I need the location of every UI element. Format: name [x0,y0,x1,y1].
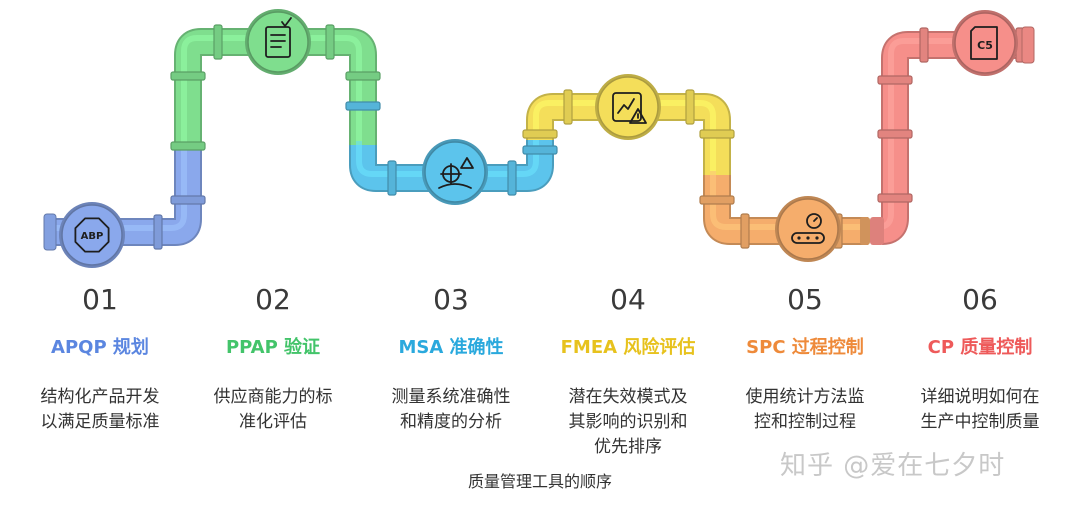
abp-octagon-icon: ABP [59,202,125,268]
document-check-icon [245,9,311,75]
pipe-segment-5 [703,171,868,245]
pipe-flange [345,71,381,81]
pipe-flange [507,160,517,196]
pipe-segment-6 [877,31,1028,245]
pipe-flange [699,195,735,205]
icon-label: ABP [81,231,104,242]
step-2-number: 02 [255,283,291,316]
pipe-coupling [860,217,870,245]
step-5-number: 05 [787,283,823,316]
conveyor-gauge-icon [775,196,841,262]
pipe-flange [877,75,913,85]
step-1-description: 结构化产品开发 以满足质量标准 [40,387,160,432]
step-6-description: 详细说明如何在 生产中控制质量 [920,387,1040,432]
pipe-flange [325,24,335,60]
step-4-number: 04 [610,283,646,316]
pipe-flange [345,101,381,111]
pipeline-graphic: ABP C5 [43,9,1035,268]
step-3-number: 03 [433,283,469,316]
step-2-description: 供应商能力的标 准化评估 [213,387,333,432]
pipe-flange [685,89,695,125]
pipe-end-cap [43,213,57,251]
watermark: 知乎 @爱在七夕时 [780,451,1006,481]
pipe-end-cap [1021,26,1035,64]
pipe-flange [877,129,913,139]
step-3-title: MSA 准确性 [398,337,504,358]
step-1-title: APQP 规划 [51,337,149,358]
diagram-caption: 质量管理工具的顺序 [467,472,612,491]
pipe-segment-1 [48,144,202,246]
step-6-title: CP 质量控制 [927,337,1033,358]
pipe-flange [563,89,573,125]
pipe-coupling [870,217,884,245]
step-5-description: 使用统计方法监 控和控制过程 [745,387,865,432]
pipe-flange [877,193,913,203]
pipe-flange [740,213,750,249]
pipe-flange [522,145,558,155]
step-2-title: PPAP 验证 [225,337,321,358]
step-6-number: 06 [962,283,998,316]
pipe-flange [699,129,735,139]
step-3-description: 测量系统准确性 和精度的分析 [391,387,511,432]
step-5-title: SPC 过程控制 [746,337,864,358]
risk-chart-warning-icon [595,74,661,140]
measurement-target-icon [422,139,488,205]
pipe-flange [522,129,558,139]
icon-label: C5 [977,39,993,52]
pipe-flange [387,160,397,196]
pipe-flange [170,141,206,151]
step-1-number: 01 [82,283,118,316]
step-4-title: FMEA 风险评估 [560,337,696,358]
pipe-flange [170,71,206,81]
step-4-description: 潜在失效模式及 其影响的识别和 优先排序 [568,387,688,457]
pipe-flange [170,195,206,205]
document-c5-icon: C5 [952,10,1018,76]
pipe-flange [153,214,163,250]
pipe-flange [213,24,223,60]
pipe-flange [919,27,929,63]
